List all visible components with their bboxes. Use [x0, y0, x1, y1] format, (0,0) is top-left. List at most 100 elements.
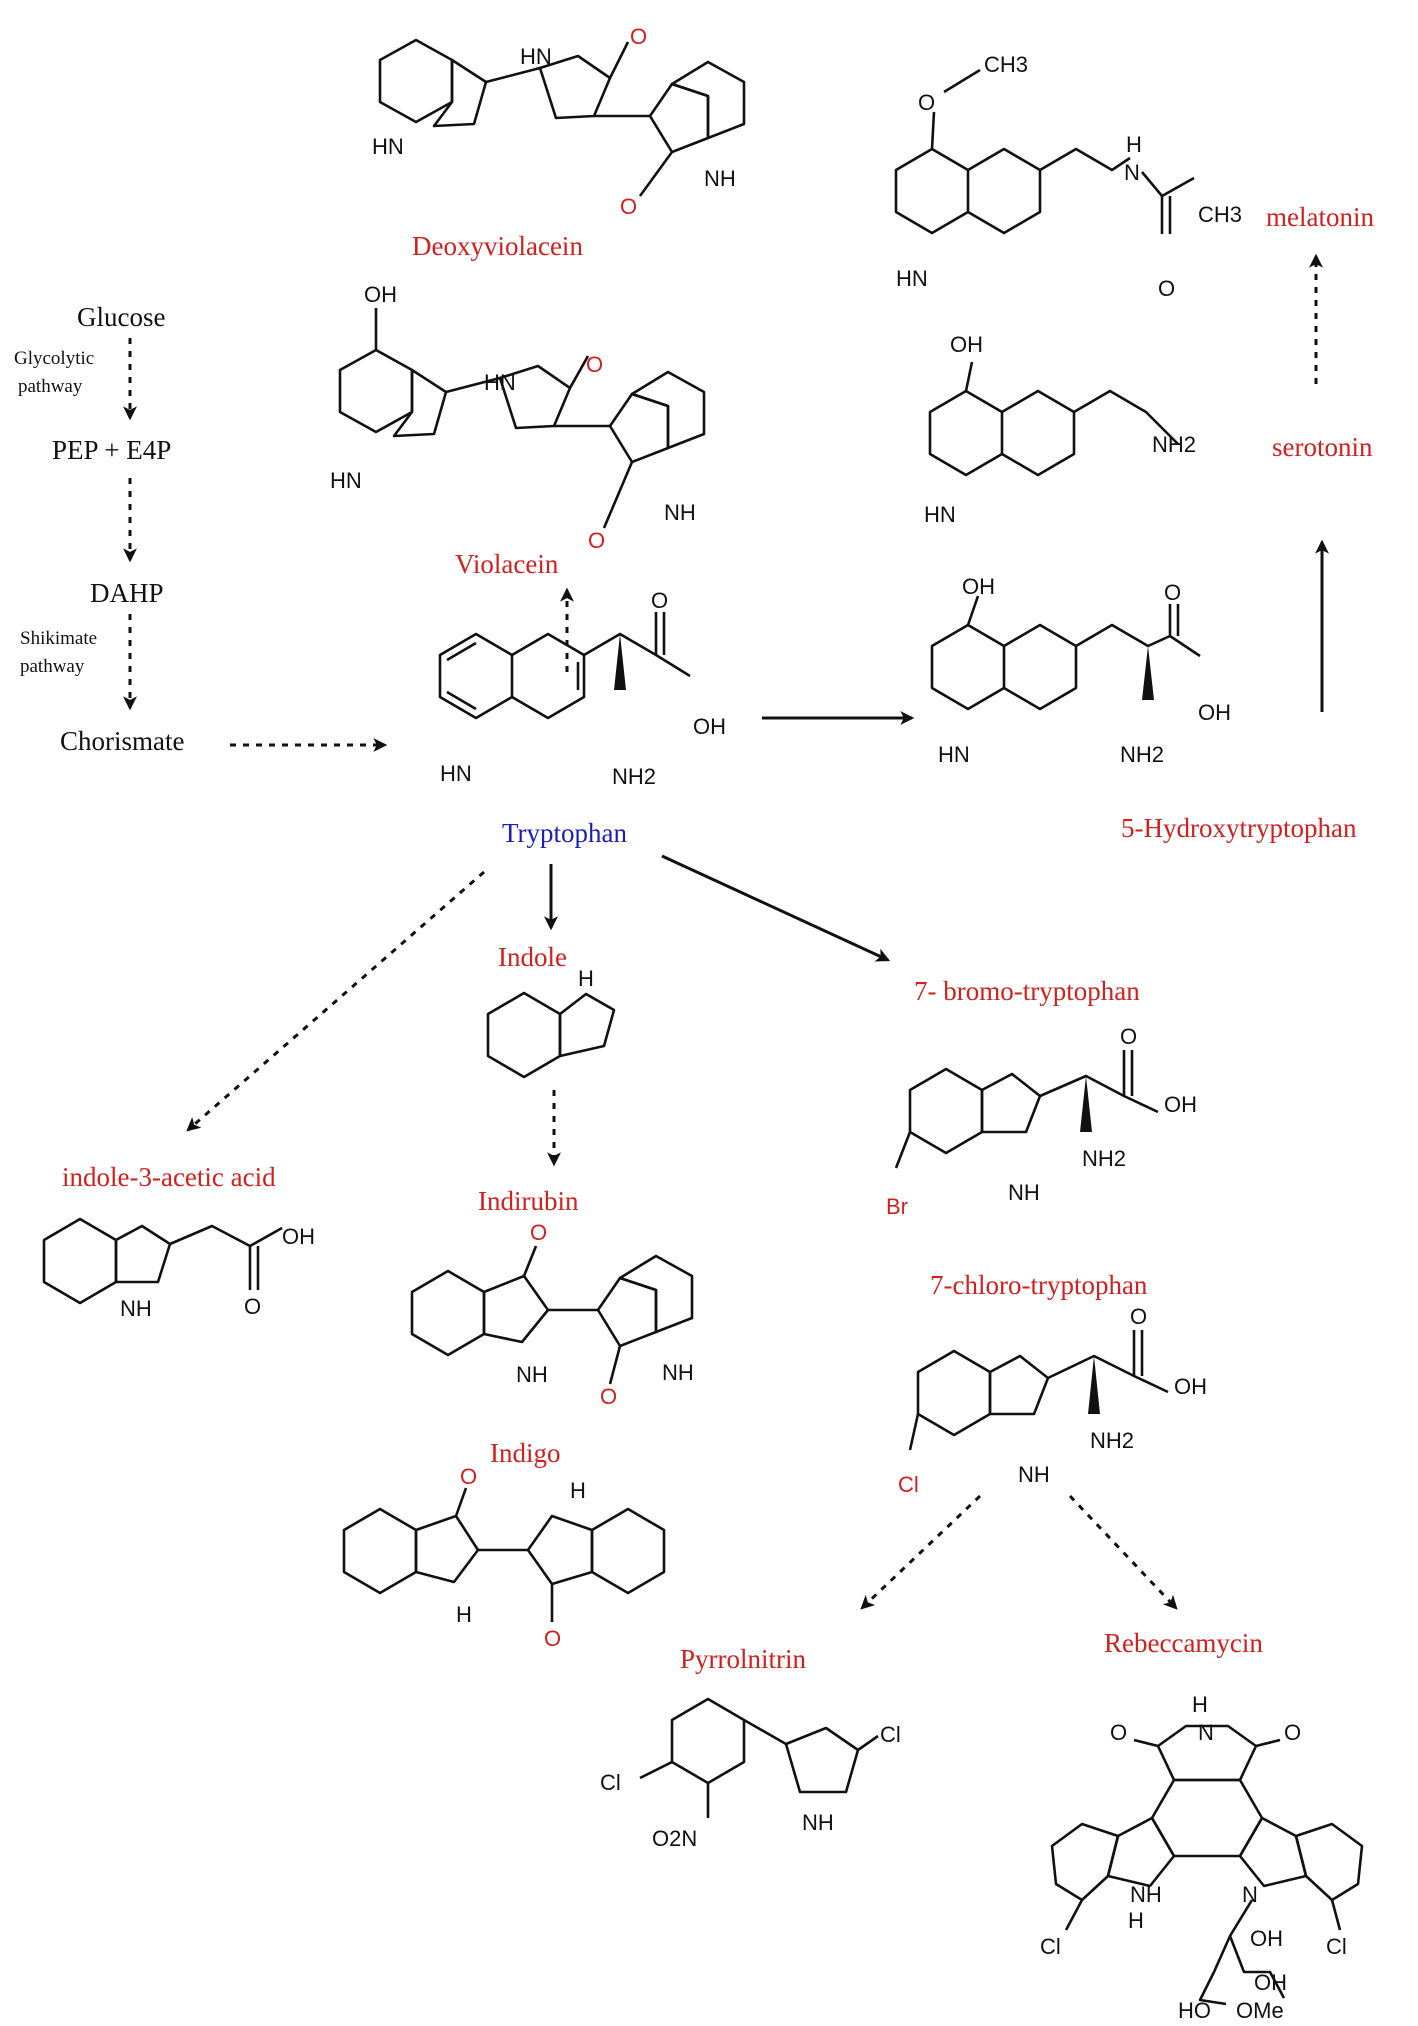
ring	[558, 992, 616, 1058]
atom-h: H	[1126, 132, 1142, 157]
tryptophan-second-ring	[511, 632, 586, 720]
atom-oh: OH	[364, 282, 397, 307]
tryptophan-structure: O OH HN NH2	[438, 588, 726, 789]
atom-hn: HN	[924, 502, 956, 527]
wedge-bond	[1142, 646, 1154, 700]
bond	[1064, 1899, 1084, 1931]
bond	[1228, 1899, 1286, 1999]
atom-nh2: NH2	[1120, 742, 1164, 767]
bond	[445, 376, 501, 394]
atom-nh2: NH2	[612, 764, 656, 789]
atom-n: N	[1198, 1720, 1214, 1745]
ring	[378, 38, 454, 124]
ring	[410, 1269, 486, 1357]
atom-hn: HN	[938, 742, 970, 767]
atom-oh: OH	[1198, 700, 1231, 725]
atom-o: O	[1110, 1720, 1127, 1745]
atom-o: O	[530, 1220, 547, 1245]
atom-n: N	[1124, 160, 1140, 185]
atom-cl: Cl	[600, 1770, 621, 1795]
atom-nh2: NH2	[1152, 432, 1196, 457]
bond	[1133, 1738, 1159, 1748]
atom-oh: OH	[1164, 1092, 1197, 1117]
bond	[966, 595, 980, 626]
glycolytic-label-1: Glycolytic	[14, 348, 94, 369]
atom-o: O	[1120, 1024, 1137, 1049]
ring	[894, 147, 970, 235]
bond	[608, 41, 630, 79]
ring	[930, 623, 1006, 711]
bond	[608, 1345, 622, 1385]
violacein-label: Violacein	[455, 549, 559, 579]
atom-oh: OH	[282, 1224, 315, 1249]
atom-nh: NH	[664, 500, 696, 525]
bond	[943, 68, 981, 94]
atom-no2: O2N	[652, 1826, 697, 1851]
bond	[1075, 604, 1172, 648]
arrow-chloro-rebeccamycin	[1068, 1494, 1178, 1610]
hydroxytryptophan-structure: OH O OH HN NH2	[930, 574, 1231, 767]
bond	[930, 111, 936, 150]
bond	[1255, 1738, 1281, 1748]
ring	[980, 1072, 1042, 1134]
ring	[1050, 1822, 1120, 1902]
ring	[392, 368, 448, 438]
bond	[1198, 1935, 1232, 2006]
atom-h: H	[456, 1602, 472, 1627]
bond	[894, 1131, 912, 1169]
atom-o: O	[244, 1294, 261, 1319]
atom-o: O	[1158, 276, 1175, 301]
arrow-chloro-pyrrolnitrin	[860, 1494, 982, 1610]
ring	[1294, 1822, 1364, 1902]
bond	[485, 66, 541, 84]
atom-o: O	[1130, 1304, 1147, 1329]
serotonin-structure: OH HN NH2	[924, 332, 1196, 527]
atom-hn: HN	[484, 370, 516, 395]
atom-nh: NH	[662, 1360, 694, 1385]
atom-o: O	[918, 90, 935, 115]
bond	[1047, 1330, 1136, 1380]
atom-cl: Cl	[898, 1472, 919, 1497]
bond	[1123, 1094, 1159, 1114]
wedge-bond	[1088, 1356, 1100, 1414]
ring	[908, 1067, 984, 1155]
ring	[1106, 1816, 1176, 1888]
ring	[526, 1514, 594, 1586]
tryptophan-label: Tryptophan	[502, 818, 628, 848]
bond	[1039, 1050, 1126, 1098]
ring	[342, 1507, 418, 1595]
bond	[522, 1245, 538, 1277]
violacein-structure: OH HN HN O NH O	[330, 282, 706, 553]
tryptophan-side-chain	[583, 612, 658, 657]
atom-o: O	[588, 528, 605, 553]
atom-o: O	[620, 194, 637, 219]
atom-h: H	[1128, 1908, 1144, 1933]
atom-ho: HO	[1178, 1998, 1211, 2023]
indigo-label: Indigo	[490, 1438, 561, 1468]
bond	[908, 1413, 920, 1451]
ring	[784, 1726, 860, 1794]
bromo-tryptophan-structure: O OH NH2 Br NH	[886, 1024, 1197, 1219]
bond	[1073, 389, 1179, 445]
atom-ch3: CH3	[984, 52, 1028, 77]
atom-cl: Cl	[1326, 1934, 1347, 1959]
ring	[498, 364, 572, 430]
atom-oh: OH	[1250, 1926, 1283, 1951]
bond	[568, 355, 590, 389]
ring	[414, 1514, 480, 1584]
chloro-label: 7-chloro-tryptophan	[930, 1270, 1148, 1300]
arrow-tryptophan-iaa	[186, 870, 485, 1132]
atom-oh: OH	[1254, 1970, 1287, 1995]
ring	[618, 1254, 694, 1334]
indigo-structure: O H H O	[342, 1464, 666, 1651]
atom-o: O	[586, 352, 603, 377]
atom-o: O	[460, 1464, 477, 1489]
bond	[1141, 171, 1195, 198]
atom-hn: HN	[330, 468, 362, 493]
atom-o: O	[600, 1384, 617, 1409]
dahp-label: DAHP	[90, 578, 164, 608]
atom-o: O	[651, 588, 668, 613]
atom-oh: OH	[950, 332, 983, 357]
bond	[1133, 1374, 1169, 1394]
bond	[638, 151, 674, 197]
